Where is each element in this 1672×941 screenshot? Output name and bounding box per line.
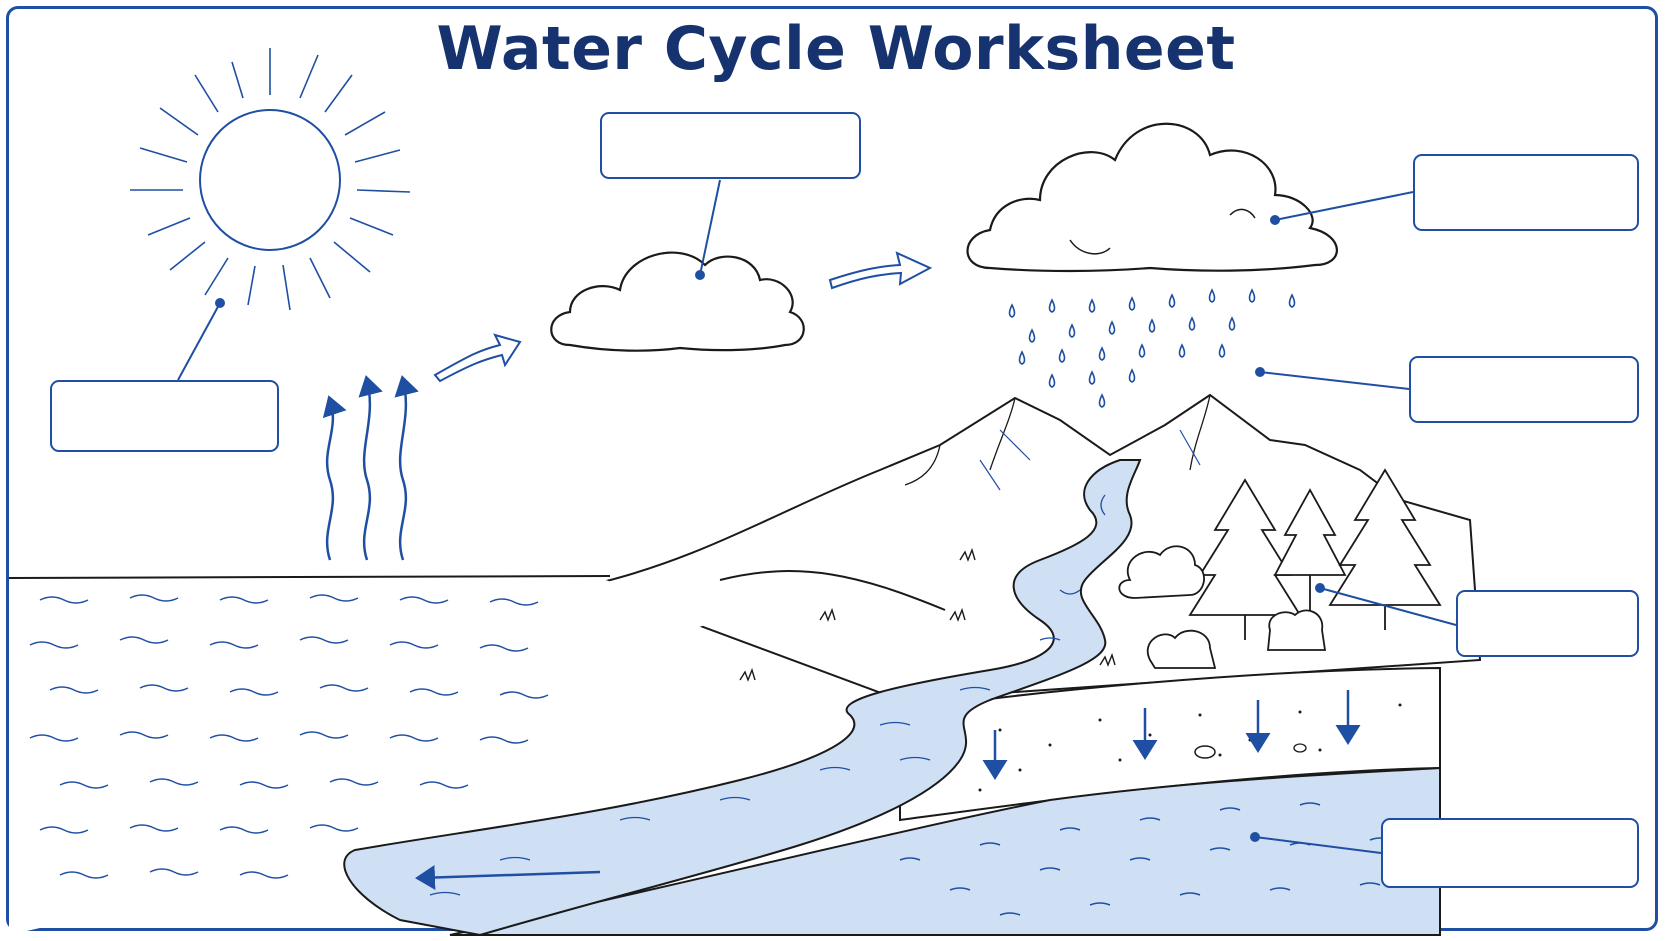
label-box-sun[interactable] [50, 380, 279, 452]
arrow-left-icon [415, 865, 601, 890]
rain-cloud-icon [966, 122, 1338, 273]
ocean-icon [8, 575, 720, 935]
rain-leader-line [1259, 371, 1410, 390]
cloud-icon [550, 251, 805, 352]
label-box-raindrops[interactable] [1409, 356, 1639, 423]
cloud1-leader-dot [695, 270, 705, 280]
label-box-rain-cloud[interactable] [1413, 154, 1639, 231]
rain-leader-dot [1255, 367, 1265, 377]
ground-leader-line [1254, 836, 1382, 854]
groundwater [449, 766, 1441, 936]
cloud2-leader-line [1274, 191, 1414, 221]
raindrops-icon [1008, 288, 1296, 408]
tree-icon [1118, 468, 1442, 669]
label-box-small-cloud[interactable] [600, 112, 861, 179]
arrow-right-icon [828, 251, 933, 290]
ground-leader-dot [1250, 832, 1260, 842]
sun-leader-dot [215, 298, 225, 308]
worksheet-title: Water Cycle Worksheet [436, 14, 1236, 84]
arrow-down-icon [982, 690, 1361, 780]
trees-leader-line [1319, 587, 1457, 626]
label-box-groundwater[interactable] [1381, 818, 1639, 888]
cloud1-leader-line [699, 179, 721, 276]
arrow-up-icon [358, 375, 383, 561]
arrow-right-icon [433, 333, 522, 383]
arrow-up-icon [322, 395, 347, 561]
grass-tufts [739, 547, 1116, 682]
mountain-icon [586, 393, 1482, 702]
river-icon [343, 459, 1142, 937]
sun-icon [130, 48, 411, 311]
arrow-up-icon [394, 375, 419, 561]
label-box-trees[interactable] [1456, 590, 1639, 657]
cloud2-leader-dot [1270, 215, 1280, 225]
sun-leader-line [177, 302, 221, 381]
evaporation-arrows [322, 375, 419, 561]
trees-leader-dot [1315, 583, 1325, 593]
